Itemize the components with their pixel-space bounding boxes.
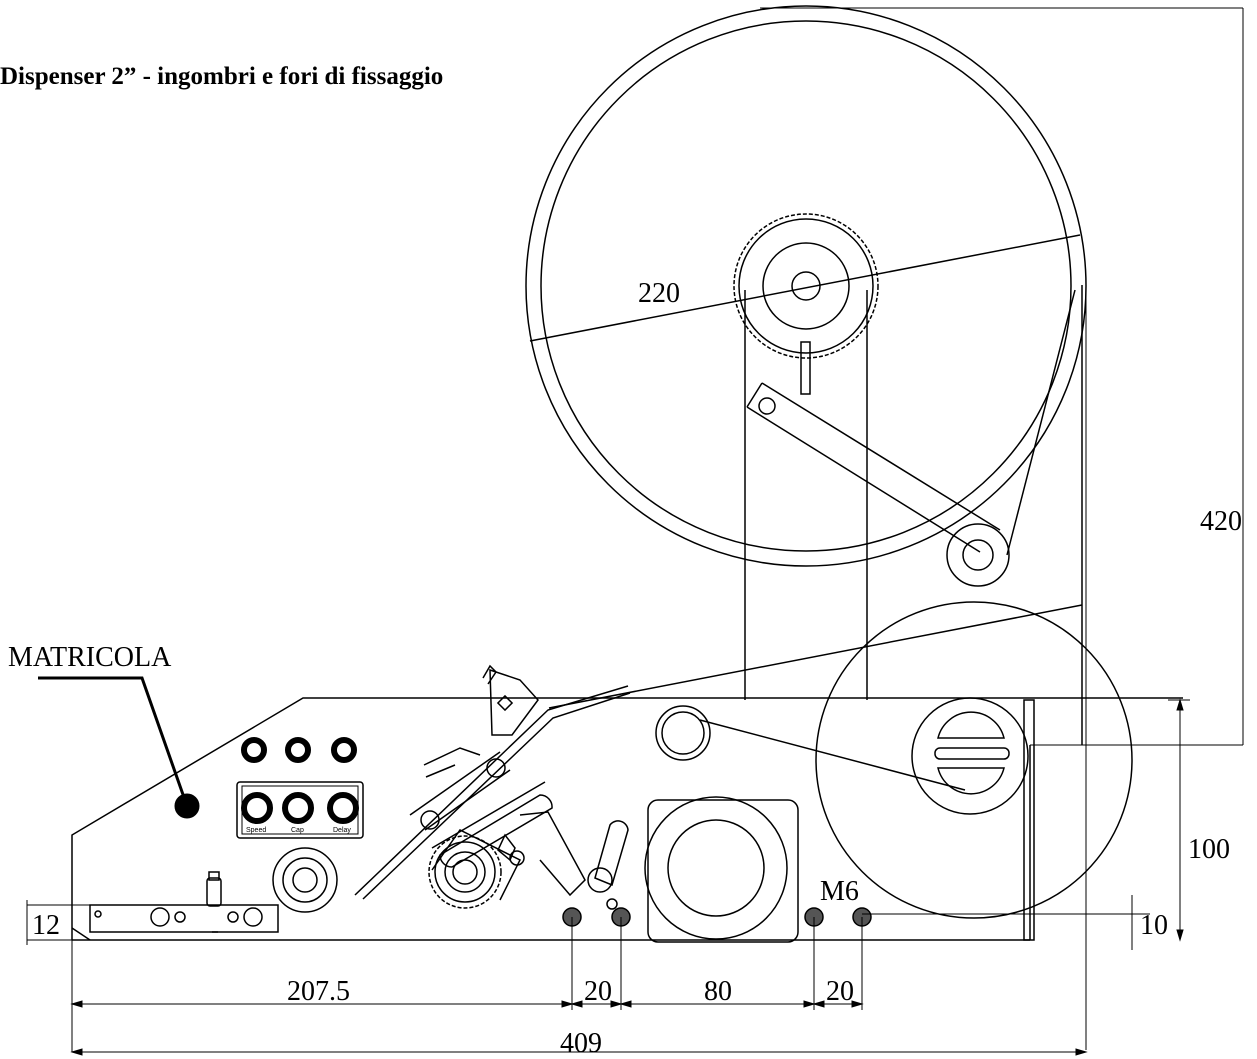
dim-reel-diameter: 220 — [638, 278, 680, 309]
matricola-label: MATRICOLA — [8, 642, 172, 673]
knob-icon-1 — [241, 737, 267, 763]
speed-knob-icon — [241, 792, 273, 824]
dim-hole-height: 10 — [1140, 910, 1168, 941]
knob-icon-2 — [285, 737, 311, 763]
dimensions: 220 420 100 10 12 207.5 20 — [26, 278, 1242, 1059]
applicator-plate — [71, 871, 279, 941]
delay-knob-icon — [327, 792, 359, 824]
knob-label-cap: Cap — [291, 827, 304, 834]
dim-hole-pair-right: 20 — [826, 976, 854, 1007]
rewind-reel — [815, 601, 1133, 941]
outer-frame — [760, 7, 1244, 746]
drawing-title: Dispenser 2” - ingombri e fori di fissag… — [0, 63, 443, 90]
control-panel: Speed Cap Delay — [236, 781, 364, 839]
knob-icon-3 — [331, 737, 357, 763]
knob-label-speed: Speed — [246, 827, 266, 834]
idle-roller — [655, 705, 711, 761]
reel-supports — [744, 285, 1087, 1050]
dim-hole-pair-left: 20 — [584, 976, 612, 1007]
matricola-callout: MATRICOLA — [8, 642, 200, 819]
large-reel — [525, 5, 1087, 567]
dancer-arm — [746, 289, 1076, 587]
dim-left-offset: 12 — [32, 910, 60, 941]
dim-body-height: 100 — [1188, 834, 1230, 865]
hole-label-m6: M6 — [820, 876, 859, 907]
dim-hole-span: 80 — [704, 976, 732, 1007]
motor — [644, 796, 799, 943]
dim-total-length: 409 — [560, 1028, 602, 1059]
knob-label-delay: Delay — [333, 827, 351, 834]
dim-total-height: 420 — [1200, 506, 1242, 537]
peeling-mechanism — [272, 664, 631, 913]
cap-knob-icon — [282, 792, 314, 824]
dim-first-hole: 207.5 — [287, 976, 350, 1007]
label-web — [548, 604, 1083, 791]
body-plate — [71, 697, 1183, 941]
top-knobs — [241, 737, 357, 763]
reel-diameter-line — [529, 234, 1081, 342]
